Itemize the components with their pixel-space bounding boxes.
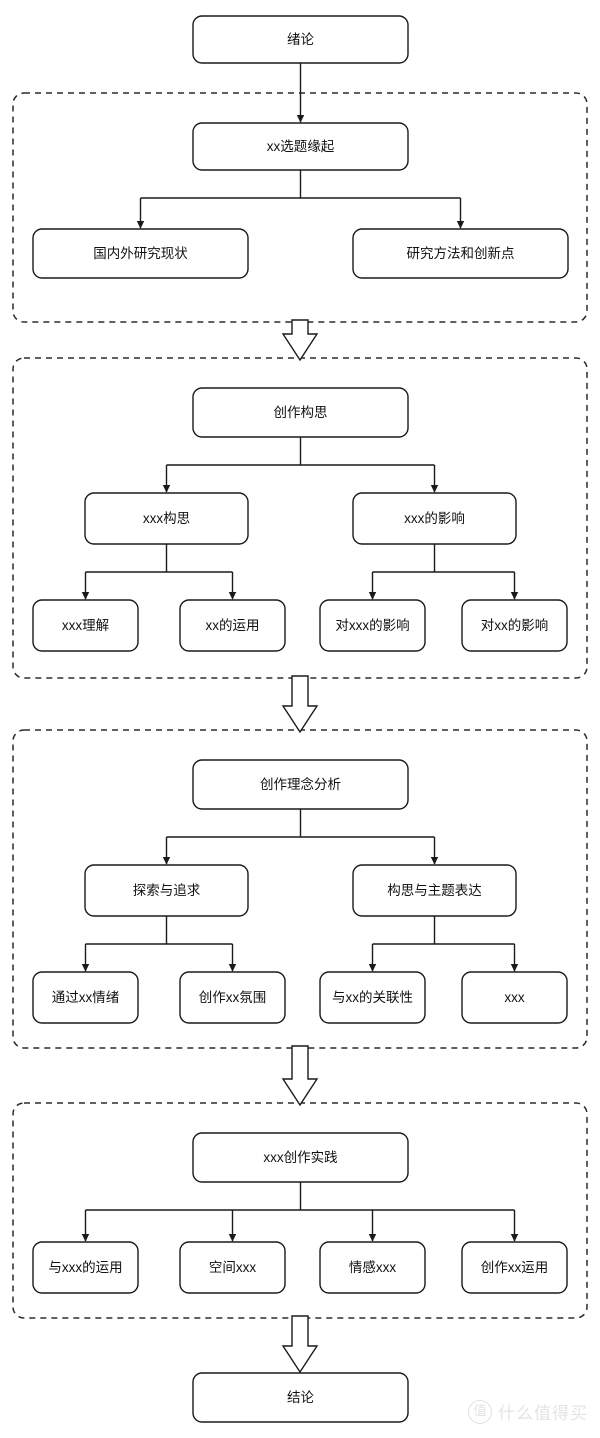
- node-label: 创作理念分析: [260, 776, 341, 792]
- block-arrow-4: [281, 1315, 319, 1374]
- node-g3-leaf-4[interactable]: xxx: [461, 971, 568, 1024]
- node-shape: [179, 599, 286, 652]
- node-label: 通过xx情绪: [52, 990, 120, 1005]
- block-arrow-3: [281, 1045, 319, 1107]
- node-label: 国内外研究现状: [93, 246, 188, 261]
- node-shape: [461, 971, 568, 1024]
- node-g2-mid-1[interactable]: xxx构思: [84, 492, 249, 545]
- edges-layer: [81, 63, 519, 1242]
- node-g2-mid-2[interactable]: xxx的影响: [352, 492, 517, 545]
- block-arrow-1: [281, 319, 319, 362]
- node-label: 与xxx的运用: [48, 1260, 122, 1275]
- block-arrow-2: [281, 675, 319, 734]
- node-label: 空间xxx: [209, 1260, 256, 1275]
- node-g4-leaf-4[interactable]: 创作xx运用: [461, 1241, 568, 1294]
- node-label: xxx: [504, 990, 525, 1005]
- node-shape: [32, 1241, 139, 1294]
- node-label: 构思与主题表达: [387, 883, 482, 898]
- node-shape: [319, 971, 426, 1024]
- node-shape: [179, 971, 286, 1024]
- node-label: 绪论: [287, 32, 314, 47]
- node-intro[interactable]: 绪论: [192, 15, 409, 64]
- node-g3-root[interactable]: 创作理念分析: [192, 759, 409, 810]
- node-g2-leaf-4[interactable]: 对xx的影响: [461, 599, 568, 652]
- node-shape: [84, 492, 249, 545]
- node-g3-mid-2[interactable]: 构思与主题表达: [352, 864, 517, 917]
- node-label: 对xx的影响: [481, 618, 549, 633]
- node-label: 与xx的关联性: [332, 990, 413, 1005]
- node-g4-root[interactable]: xxx创作实践: [192, 1132, 409, 1183]
- node-label: 创作构思: [274, 405, 328, 420]
- node-label: 情感xxx: [349, 1259, 396, 1275]
- node-shape: [32, 971, 139, 1024]
- node-shape: [192, 15, 409, 64]
- node-conclusion[interactable]: 结论: [192, 1372, 409, 1423]
- node-shape: [352, 864, 517, 917]
- node-label: 结论: [287, 1390, 314, 1405]
- node-shape: [461, 599, 568, 652]
- node-shape: [192, 387, 409, 438]
- node-shape: [319, 599, 426, 652]
- node-shape: [352, 228, 569, 279]
- node-g1-leaf-1[interactable]: 国内外研究现状: [32, 228, 249, 279]
- node-label: xxx理解: [62, 618, 109, 633]
- node-shape: [192, 759, 409, 810]
- node-shape: [192, 122, 409, 171]
- node-g2-leaf-1[interactable]: xxx理解: [32, 599, 139, 652]
- node-g3-leaf-1[interactable]: 通过xx情绪: [32, 971, 139, 1024]
- node-g4-leaf-1[interactable]: 与xxx的运用: [32, 1241, 139, 1294]
- node-label: 创作xx氛围: [199, 990, 267, 1005]
- node-g3-mid-1[interactable]: 探索与追求: [84, 864, 249, 917]
- node-label: 探索与追求: [133, 883, 201, 898]
- node-label: 对xxx的影响: [335, 618, 409, 633]
- node-g4-leaf-3[interactable]: 情感xxx: [319, 1241, 426, 1294]
- node-g2-root[interactable]: 创作构思: [192, 387, 409, 438]
- node-label: xx的运用: [206, 618, 260, 633]
- node-label: 创作xx运用: [481, 1260, 549, 1275]
- node-g3-leaf-3[interactable]: 与xx的关联性: [319, 971, 426, 1024]
- node-g1-root[interactable]: xx选题缘起: [192, 122, 409, 171]
- node-shape: [352, 492, 517, 545]
- node-shape: [32, 228, 249, 279]
- node-shape: [319, 1241, 426, 1294]
- block-arrows-layer: [281, 319, 319, 1374]
- node-shape: [179, 1241, 286, 1294]
- node-label: xxx构思: [143, 511, 190, 526]
- node-g4-leaf-2[interactable]: 空间xxx: [179, 1241, 286, 1294]
- node-g3-leaf-2[interactable]: 创作xx氛围: [179, 971, 286, 1024]
- node-shape: [32, 599, 139, 652]
- node-label: 研究方法和创新点: [407, 246, 515, 261]
- node-shape: [192, 1132, 409, 1183]
- node-shape: [192, 1372, 409, 1423]
- node-g2-leaf-2[interactable]: xx的运用: [179, 599, 286, 652]
- node-label: xxx的影响: [404, 511, 465, 526]
- node-shape: [461, 1241, 568, 1294]
- node-label: xx选题缘起: [267, 139, 335, 154]
- node-label: xxx创作实践: [263, 1150, 338, 1165]
- node-g1-leaf-2[interactable]: 研究方法和创新点: [352, 228, 569, 279]
- node-g2-leaf-3[interactable]: 对xxx的影响: [319, 599, 426, 652]
- node-shape: [84, 864, 249, 917]
